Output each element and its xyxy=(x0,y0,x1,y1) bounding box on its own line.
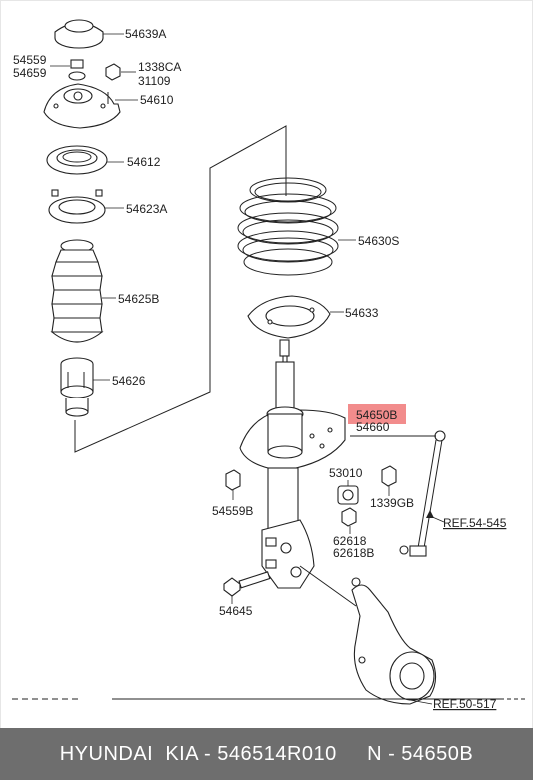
label-54650B: 54650B xyxy=(356,408,397,422)
part-1339GB-nut xyxy=(381,465,397,487)
part-54623A-seat xyxy=(48,189,106,224)
part-54626-bump-stop xyxy=(60,357,94,417)
part-54639A-cap xyxy=(54,19,104,49)
part-54610-mount xyxy=(43,83,121,129)
label-1338CA: 1338CA xyxy=(138,60,181,74)
part-54625B-dust-boot xyxy=(50,239,104,343)
label-54559: 54559 xyxy=(13,53,47,67)
ref-54-545[interactable]: REF.54-545 xyxy=(443,516,507,530)
label-54660: 54660 xyxy=(356,420,390,434)
label-54633: 54633 xyxy=(345,306,379,320)
label-54639A: 54639A xyxy=(125,27,166,41)
part-54633-spring-pad xyxy=(247,295,331,339)
part-53010-bushing xyxy=(337,485,359,505)
label-31109: 31109 xyxy=(138,74,171,88)
part-1338CA-nut xyxy=(105,63,121,81)
label-54625B: 54625B xyxy=(118,292,159,306)
label-54626: 54626 xyxy=(112,374,146,388)
part-54559B-nut xyxy=(225,469,241,491)
part-54650B-strut-assembly xyxy=(239,339,346,589)
part-54645-bolt xyxy=(223,571,271,597)
exploded-parts-diagram: 54639A 54559 54659 1338CA 31109 54610 54… xyxy=(12,19,528,711)
label-54610: 54610 xyxy=(140,93,174,107)
label-54612: 54612 xyxy=(127,155,161,169)
ref-50-517[interactable]: REF.50-517 xyxy=(433,697,497,711)
part-62618-nut xyxy=(341,507,357,527)
label-54659: 54659 xyxy=(13,66,47,80)
label-62618: 62618 xyxy=(333,534,367,548)
part-54559-nut xyxy=(68,59,86,81)
label-54623A: 54623A xyxy=(126,202,167,216)
highlight-54650B xyxy=(348,404,406,424)
part-number-footer: HYUNDAI KIA - 546514R010 N - 54650B xyxy=(0,728,533,780)
label-62618B: 62618B xyxy=(333,546,374,560)
part-54630S-coil-spring xyxy=(237,177,339,276)
part-stabilizer-link xyxy=(350,430,446,557)
label-53010: 53010 xyxy=(329,466,363,480)
label-54559B: 54559B xyxy=(212,504,253,518)
group-bracket-line xyxy=(74,125,287,453)
label-54645: 54645 xyxy=(219,604,253,618)
label-54630S: 54630S xyxy=(358,234,399,248)
footer-text: HYUNDAI KIA - 546514R010 N - 54650B xyxy=(59,742,474,765)
label-1339GB: 1339GB xyxy=(370,496,414,510)
part-steering-knuckle xyxy=(299,565,437,705)
part-54612-bearing xyxy=(46,145,108,175)
